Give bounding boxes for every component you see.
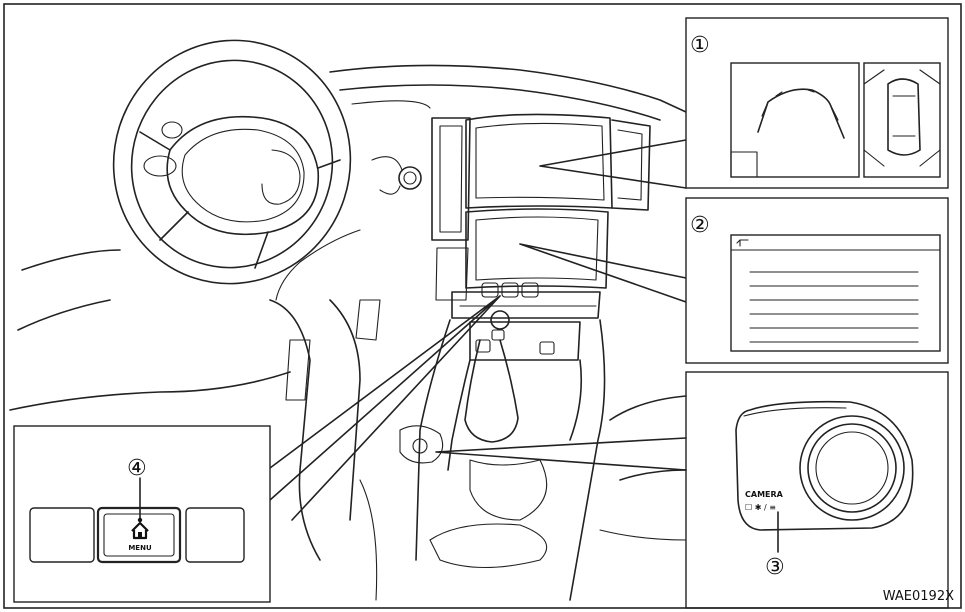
inset-panel-2: ②	[685, 197, 949, 364]
callout-2: ②	[690, 213, 710, 238]
car-top-icon	[887, 78, 921, 156]
controller-dial	[799, 415, 905, 521]
controller-unit	[735, 400, 914, 531]
callout-1: ①	[690, 33, 710, 58]
figure-code: WAE0192X	[883, 589, 954, 604]
leader-screen-upper	[539, 139, 687, 189]
callout-4: ④	[127, 456, 147, 481]
inset-panel-3: CAMERA ☐ ✱ / ≡ ③	[685, 371, 949, 609]
leader-screen-lower	[519, 243, 687, 303]
camera-inset-box	[730, 151, 758, 178]
leader-camera-button	[435, 437, 687, 471]
camera-button-symbols: ☐ ✱ / ≡	[745, 503, 776, 512]
ignition-button	[398, 166, 422, 190]
inset-panel-4: MENU ④	[13, 425, 271, 603]
button-left	[29, 507, 95, 563]
dashboard-illustration	[9, 39, 687, 601]
leader-menu-buttons	[269, 295, 501, 521]
inset-panel-1: ①	[685, 17, 949, 189]
menu-list-lines	[749, 271, 919, 343]
around-view-monitor	[863, 62, 941, 178]
leader-lines	[269, 139, 687, 521]
camera-button-label: CAMERA	[745, 490, 784, 499]
steering-wheel	[112, 39, 352, 285]
button-right	[185, 507, 245, 563]
back-icon	[736, 239, 749, 247]
shift-knob	[490, 310, 510, 330]
callout-3: ③	[765, 555, 785, 580]
settings-screen	[730, 234, 941, 352]
menu-button-label: MENU	[128, 544, 152, 552]
rear-camera-view	[730, 62, 860, 178]
